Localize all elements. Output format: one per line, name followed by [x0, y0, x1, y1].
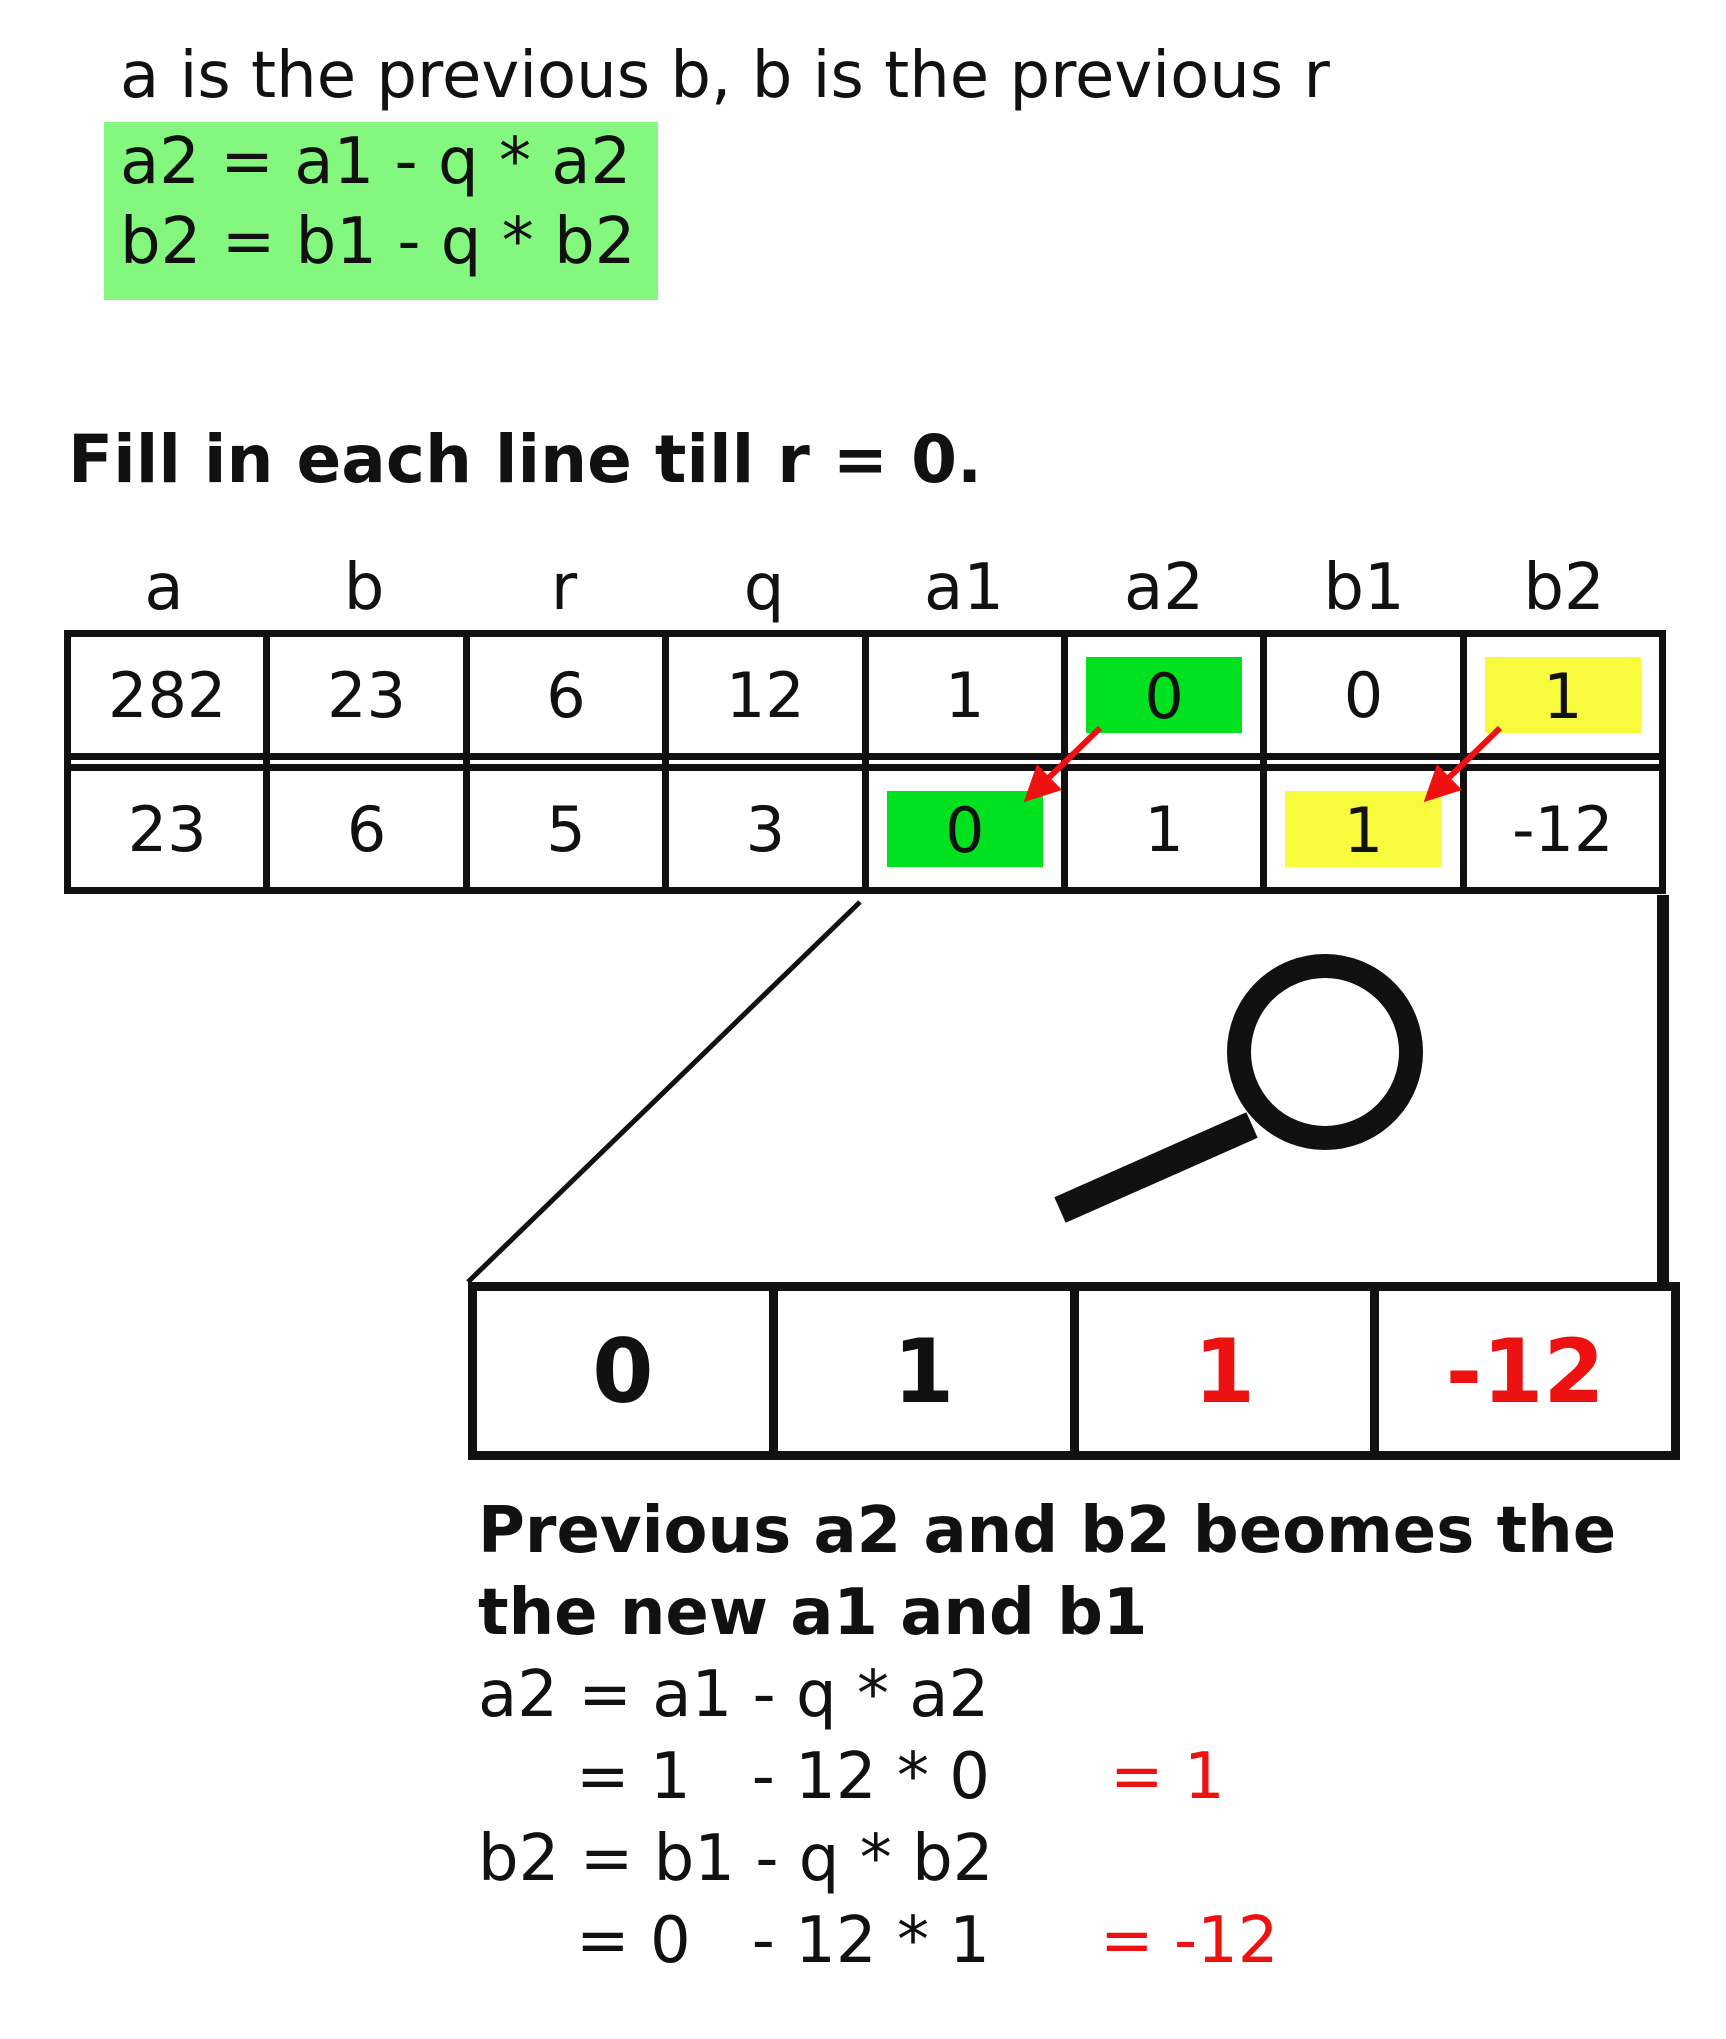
intro-text: a is the previous b, b is the previous r	[120, 39, 1330, 113]
b2-result: = -12	[1100, 1904, 1279, 1978]
b2-calculation: = 0 - 12 * 1 = -12	[478, 1900, 1616, 1982]
formula-a2: a2 = a1 - q * a2	[120, 125, 632, 199]
explanation-line-1: Previous a2 and b2 beomes the	[478, 1494, 1617, 1568]
formula-highlight-box	[104, 122, 658, 300]
cell-b1: 1	[1260, 764, 1467, 894]
explanation-line-2: the new a1 and b1	[478, 1576, 1148, 1650]
arrow-b2-to-b1	[1423, 725, 1503, 803]
table-row: 0 1 1 -12	[468, 1282, 1680, 1460]
header-a1: a1	[924, 551, 1004, 625]
header-b: b	[343, 551, 385, 625]
table-row: 282 23 6 12 1 0 0 1	[63, 630, 1667, 760]
header-q: q	[743, 551, 785, 625]
cell-b1: 0	[1260, 630, 1467, 760]
cell-a: 282	[63, 630, 271, 760]
cell-a: 23	[63, 764, 271, 894]
header-b2: b2	[1523, 551, 1605, 625]
cell-b: 6	[263, 764, 470, 894]
header-r: r	[550, 551, 578, 625]
cell-b2: 1	[1459, 630, 1667, 760]
explanation-block: Previous a2 and b2 beomes the the new a1…	[478, 1490, 1616, 1982]
cell-q: 3	[662, 764, 869, 894]
a2-result: = 1	[1110, 1740, 1225, 1814]
zoomed-row-table: 0 1 1 -12	[468, 1282, 1680, 1460]
highlighted-a1-value: 0	[886, 791, 1043, 867]
highlighted-b1-value: 1	[1285, 791, 1442, 867]
row-gap	[63, 756, 1667, 768]
b2-calc-text: = 0 - 12 * 1	[576, 1904, 990, 1978]
zoom-cell-b1: 1	[1069, 1282, 1380, 1460]
zoom-cell-b2: -12	[1370, 1282, 1680, 1460]
highlighted-a2-value: 0	[1086, 657, 1243, 733]
header-a: a	[144, 551, 184, 625]
header-a2: a2	[1124, 551, 1204, 625]
cell-r: 6	[462, 630, 670, 760]
cell-r: 5	[462, 764, 670, 894]
a2-calc-text: = 1 - 12 * 0	[576, 1740, 990, 1814]
cell-a2: 1	[1060, 764, 1268, 894]
zoom-cell-a1: 0	[468, 1282, 778, 1460]
a2-calculation: = 1 - 12 * 0 = 1	[478, 1736, 1616, 1818]
zoom-line-left	[466, 900, 862, 1284]
b2-formula: b2 = b1 - q * b2	[478, 1822, 994, 1896]
formula-b2: b2 = b1 - q * b2	[120, 205, 636, 279]
zoom-cell-a2: 1	[768, 1282, 1079, 1460]
a2-formula: a2 = a1 - q * a2	[478, 1658, 990, 1732]
magnifier-icon	[1054, 954, 1423, 1223]
cell-q: 12	[662, 630, 869, 760]
arrow-a2-to-a1	[1023, 725, 1103, 803]
cell-b2: -12	[1459, 764, 1667, 894]
highlighted-b2-value: 1	[1484, 657, 1641, 733]
cell-b: 23	[263, 630, 470, 760]
instruction-text: Fill in each line till r = 0.	[68, 421, 983, 498]
values-table: 282 23 6 12 1 0 0 1 23 6 5 3 0 1 1 -12	[63, 630, 1667, 894]
cell-a2: 0	[1060, 630, 1268, 760]
header-b1: b1	[1323, 551, 1405, 625]
cell-a1: 1	[861, 630, 1068, 760]
